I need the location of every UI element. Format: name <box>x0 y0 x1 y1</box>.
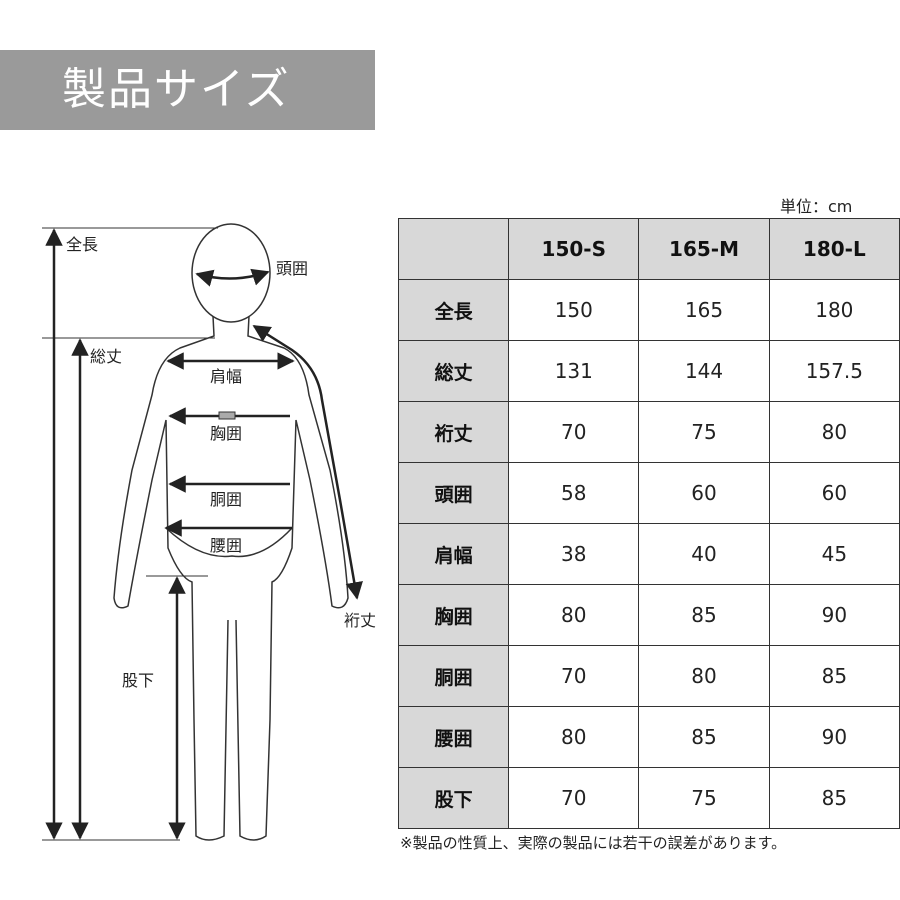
column-header: 180-L <box>768 218 900 280</box>
table-cell: 150 <box>508 279 640 341</box>
table-cell: 131 <box>508 340 640 402</box>
body-outline <box>113 223 349 841</box>
label-doui: 胴囲 <box>210 490 242 509</box>
table-row: 胴囲 70 80 85 <box>397 645 900 707</box>
table-cell: 45 <box>768 523 900 585</box>
table-cell: 85 <box>768 767 900 829</box>
table-cell: 90 <box>768 706 900 768</box>
table-corner-cell <box>397 218 510 280</box>
table-cell: 70 <box>508 645 640 707</box>
column-header: 150-S <box>508 218 640 280</box>
table-cell: 80 <box>768 401 900 463</box>
table-row: 胸囲 80 85 90 <box>397 584 900 646</box>
table-cell: 180 <box>768 279 900 341</box>
row-header: 股下 <box>397 767 510 829</box>
label-zencho: 全長 <box>66 235 98 254</box>
chest-marker <box>218 411 236 420</box>
table-cell: 70 <box>508 767 640 829</box>
table-cell: 85 <box>638 706 770 768</box>
label-toui: 頭囲 <box>276 259 308 278</box>
label-sojo: 総丈 <box>90 347 122 366</box>
table-cell: 165 <box>638 279 770 341</box>
table-cell: 60 <box>638 462 770 524</box>
table-cell: 144 <box>638 340 770 402</box>
table-row: 頭囲 58 60 60 <box>397 462 900 524</box>
table-cell: 80 <box>508 584 640 646</box>
table-cell: 157.5 <box>768 340 900 402</box>
label-katahaba: 肩幅 <box>210 367 242 386</box>
table-cell: 80 <box>638 645 770 707</box>
disclaimer-note: ※製品の性質上、実際の製品には若干の誤差があります。 <box>400 834 787 852</box>
row-header: 腰囲 <box>397 706 510 768</box>
table-cell: 60 <box>768 462 900 524</box>
table-cell: 70 <box>508 401 640 463</box>
table-row: 股下 70 75 85 <box>397 767 900 829</box>
table-cell: 75 <box>638 767 770 829</box>
table-cell: 75 <box>638 401 770 463</box>
row-header: 全長 <box>397 279 510 341</box>
label-youi: 腰囲 <box>210 536 242 555</box>
table-cell: 85 <box>768 645 900 707</box>
page-title: 製品サイズ <box>62 64 291 115</box>
table-header-row: 150-S 165-M 180-L <box>397 218 900 280</box>
row-header: 総丈 <box>397 340 510 402</box>
table-row: 肩幅 38 40 45 <box>397 523 900 585</box>
label-matashita: 股下 <box>122 671 154 690</box>
table-row: 裄丈 70 75 80 <box>397 401 900 463</box>
label-yukitake: 裄丈 <box>344 611 376 630</box>
row-header: 胴囲 <box>397 645 510 707</box>
label-kyoui: 胸囲 <box>210 424 242 443</box>
table-cell: 38 <box>508 523 640 585</box>
column-header: 165-M <box>638 218 770 280</box>
table-cell: 80 <box>508 706 640 768</box>
row-header: 胸囲 <box>397 584 510 646</box>
sleeve-length-arrow <box>252 324 363 600</box>
row-header: 肩幅 <box>397 523 510 585</box>
row-header: 裄丈 <box>397 401 510 463</box>
table-row: 全長 150 165 180 <box>397 279 900 341</box>
unit-label: 単位：cm <box>780 197 853 216</box>
row-header: 頭囲 <box>397 462 510 524</box>
table-cell: 58 <box>508 462 640 524</box>
head-circumference-arrow <box>195 268 270 287</box>
table-cell: 90 <box>768 584 900 646</box>
table-row: 腰囲 80 85 90 <box>397 706 900 768</box>
table-cell: 40 <box>638 523 770 585</box>
title-banner <box>0 50 375 130</box>
table-row: 総丈 131 144 157.5 <box>397 340 900 402</box>
table-cell: 85 <box>638 584 770 646</box>
size-table: 150-S 165-M 180-L 全長 150 165 180 総丈 131 … <box>397 218 900 829</box>
